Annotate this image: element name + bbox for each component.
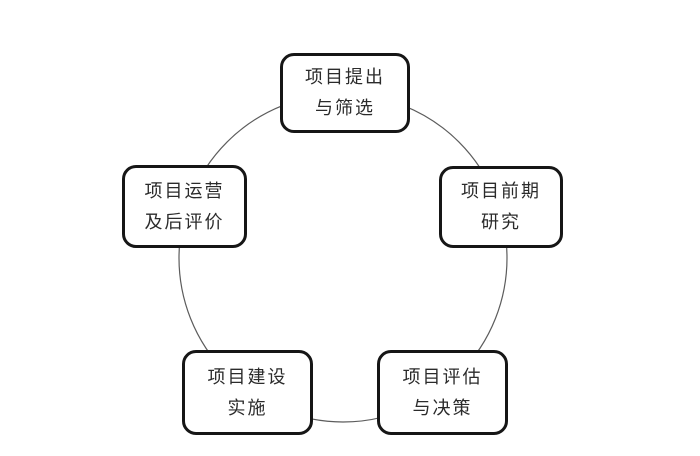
node-project-proposal-screening: 项目提出 与筛选: [280, 53, 410, 133]
node-label-line: 实施: [227, 397, 268, 418]
node-label-line: 项目前期: [461, 181, 541, 201]
node-label-line: 项目评估: [402, 366, 483, 387]
node-label-line: 与筛选: [315, 98, 375, 118]
node-label-line: 项目运营: [144, 180, 225, 201]
node-label-line: 项目提出: [305, 67, 385, 87]
node-project-evaluation-decision: 项目评估 与决策: [377, 350, 508, 435]
node-project-operation-post-evaluation: 项目运营 及后评价: [122, 165, 247, 248]
node-label-line: 及后评价: [144, 211, 225, 232]
node-label-line: 项目建设: [207, 366, 288, 387]
node-label-line: 与决策: [412, 397, 473, 418]
node-project-preliminary-research: 项目前期 研究: [439, 166, 563, 248]
node-label-line: 研究: [481, 212, 521, 232]
node-project-construction-implementation: 项目建设 实施: [182, 350, 313, 435]
